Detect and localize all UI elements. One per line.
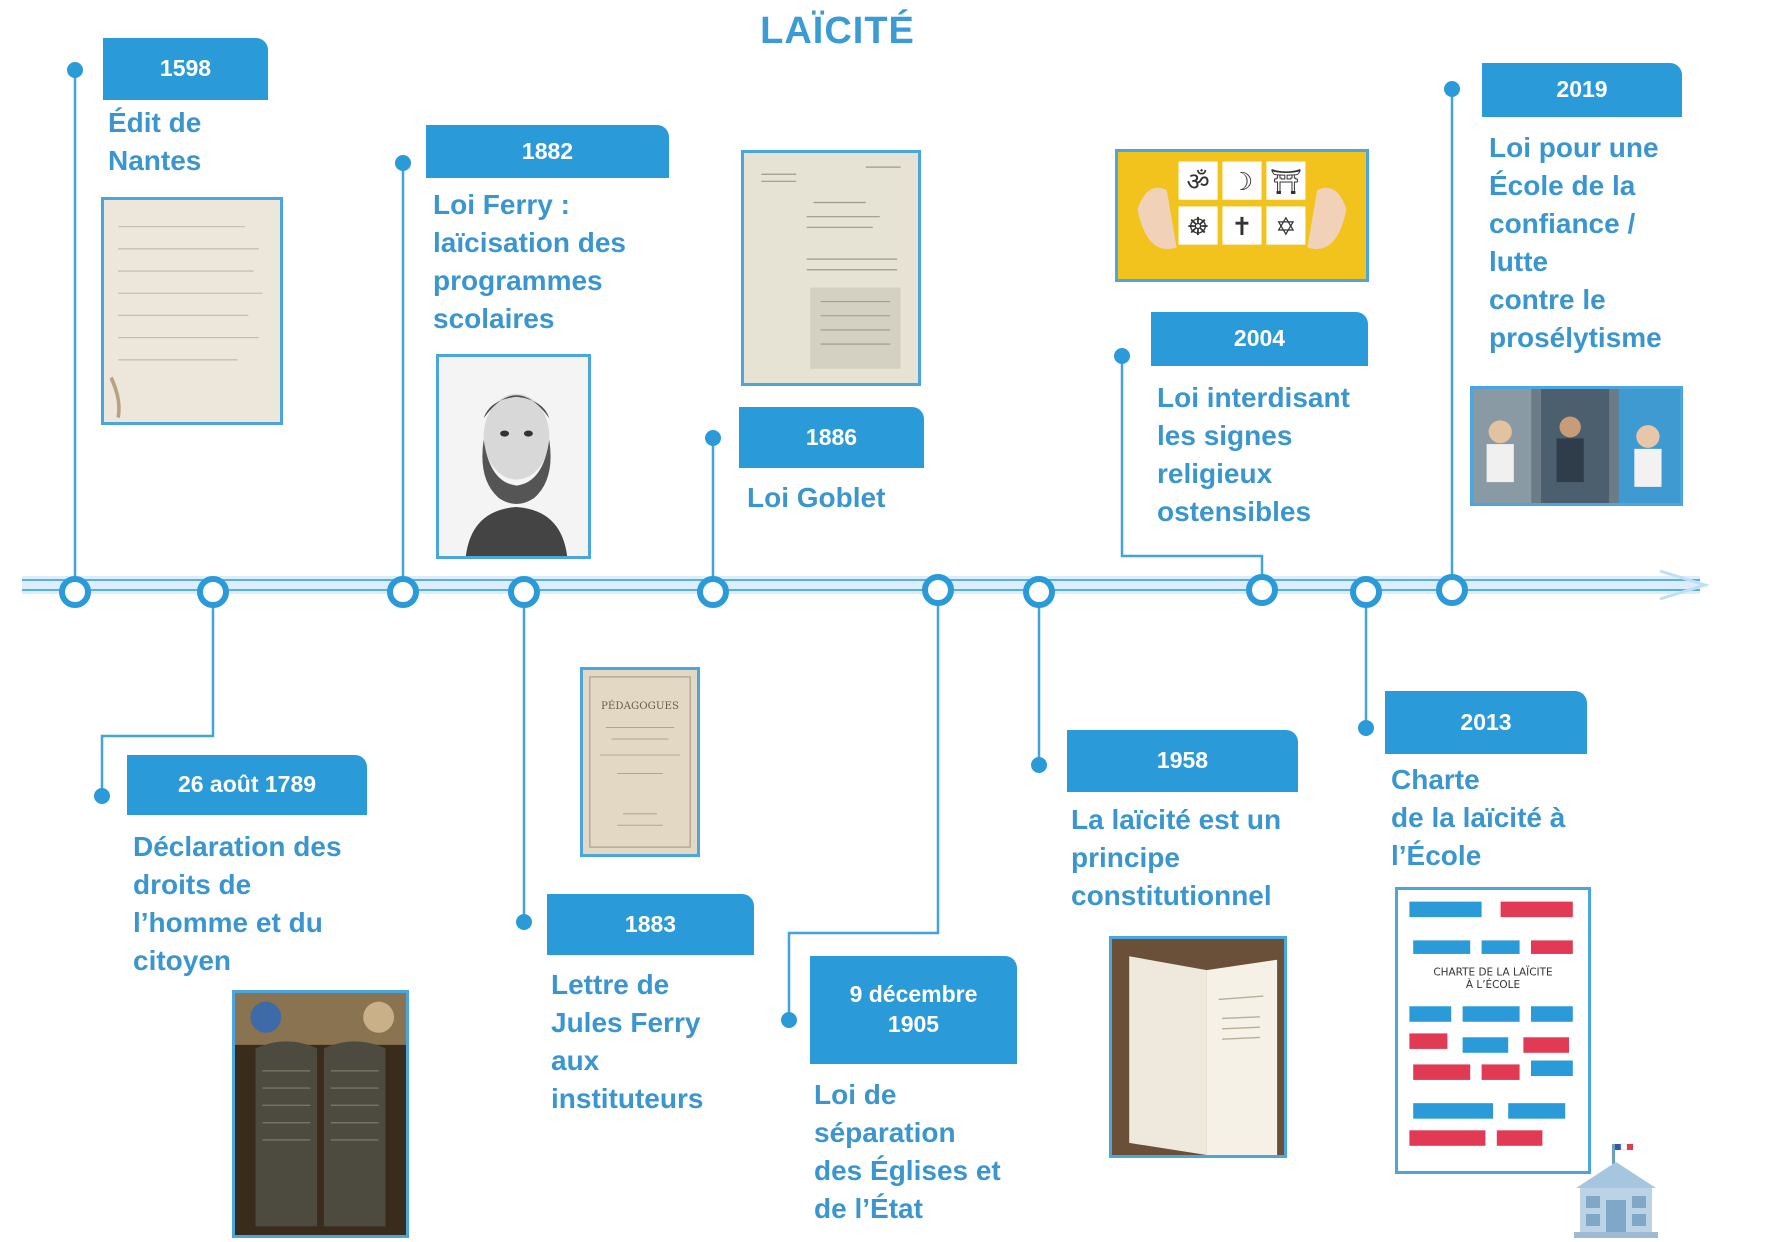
svg-text:☽: ☽ [1231,167,1254,196]
svg-text:☸: ☸ [1187,212,1210,241]
date-badge-1598: 1598 [103,38,268,100]
event-label-1789: Déclaration des droits de l’homme et du … [133,831,342,976]
timeline-nodes [59,574,1468,608]
date-badge-1886: 1886 [739,407,924,468]
date-badge-1789: 26 août 1789 [127,755,367,815]
svg-text:✡: ✡ [1275,212,1296,241]
religious-symbols-image: ॐ ☽ ⛩ ☸ ✝ ✡ [1115,149,1369,282]
manuscript-document-image [101,197,283,425]
date-badge-2004: 2004 [1151,312,1368,366]
event-label-1598: Édit de Nantes [108,107,202,176]
event-label-1905: Loi de séparation des Églises et de l’Ét… [814,1079,1001,1224]
date-badge-1882: 1882 [426,125,669,178]
timeline-axis [22,569,1711,601]
event-label-1883: Lettre de Jules Ferry aux instituteurs [551,969,704,1114]
svg-text:ॐ: ॐ [1186,167,1209,196]
date-badge-1883: 1883 [547,894,754,955]
svg-text:⛩: ⛩ [1270,167,1302,196]
event-label-1958: La laïcité est un principe constitutionn… [1071,804,1282,911]
event-label-1886: Loi Goblet [747,482,886,513]
timeline-connectors [73,70,1454,1020]
svg-text:✝: ✝ [1231,212,1252,241]
book-heading: PÉDAGOGUES [601,698,679,712]
date-badge-2019: 2019 [1482,63,1682,117]
declaration-tablets-image [232,990,409,1238]
connector-1905 [787,585,940,1020]
event-label-2019: Loi pour une École de la confiance / lut… [1489,132,1662,353]
pedagogues-book-cover-image: PÉDAGOGUES [580,667,700,857]
event-label-2004: Loi interdisant les signes religieux ost… [1157,382,1350,527]
connector-1789 [100,585,215,796]
constitution-book-image [1109,936,1287,1158]
jules-ferry-portrait-image [436,354,591,559]
law-document-image [741,150,921,386]
event-label-1882: Loi Ferry : laïcisation des programmes s… [433,189,626,334]
connector-2004 [1120,356,1264,585]
date-badge-1905: 9 décembre 1905 [810,956,1017,1064]
connector-end-dots [67,62,1460,1028]
date-badge-2013: 2013 [1385,691,1587,754]
event-label-2013: Charte de la laïcité à l’École [1391,764,1566,871]
date-badge-1958: 1958 [1067,730,1298,792]
page-title: LAÏCITÉ [760,10,915,52]
school-children-photo-image [1470,386,1683,506]
school-building-icon [1574,1143,1658,1238]
